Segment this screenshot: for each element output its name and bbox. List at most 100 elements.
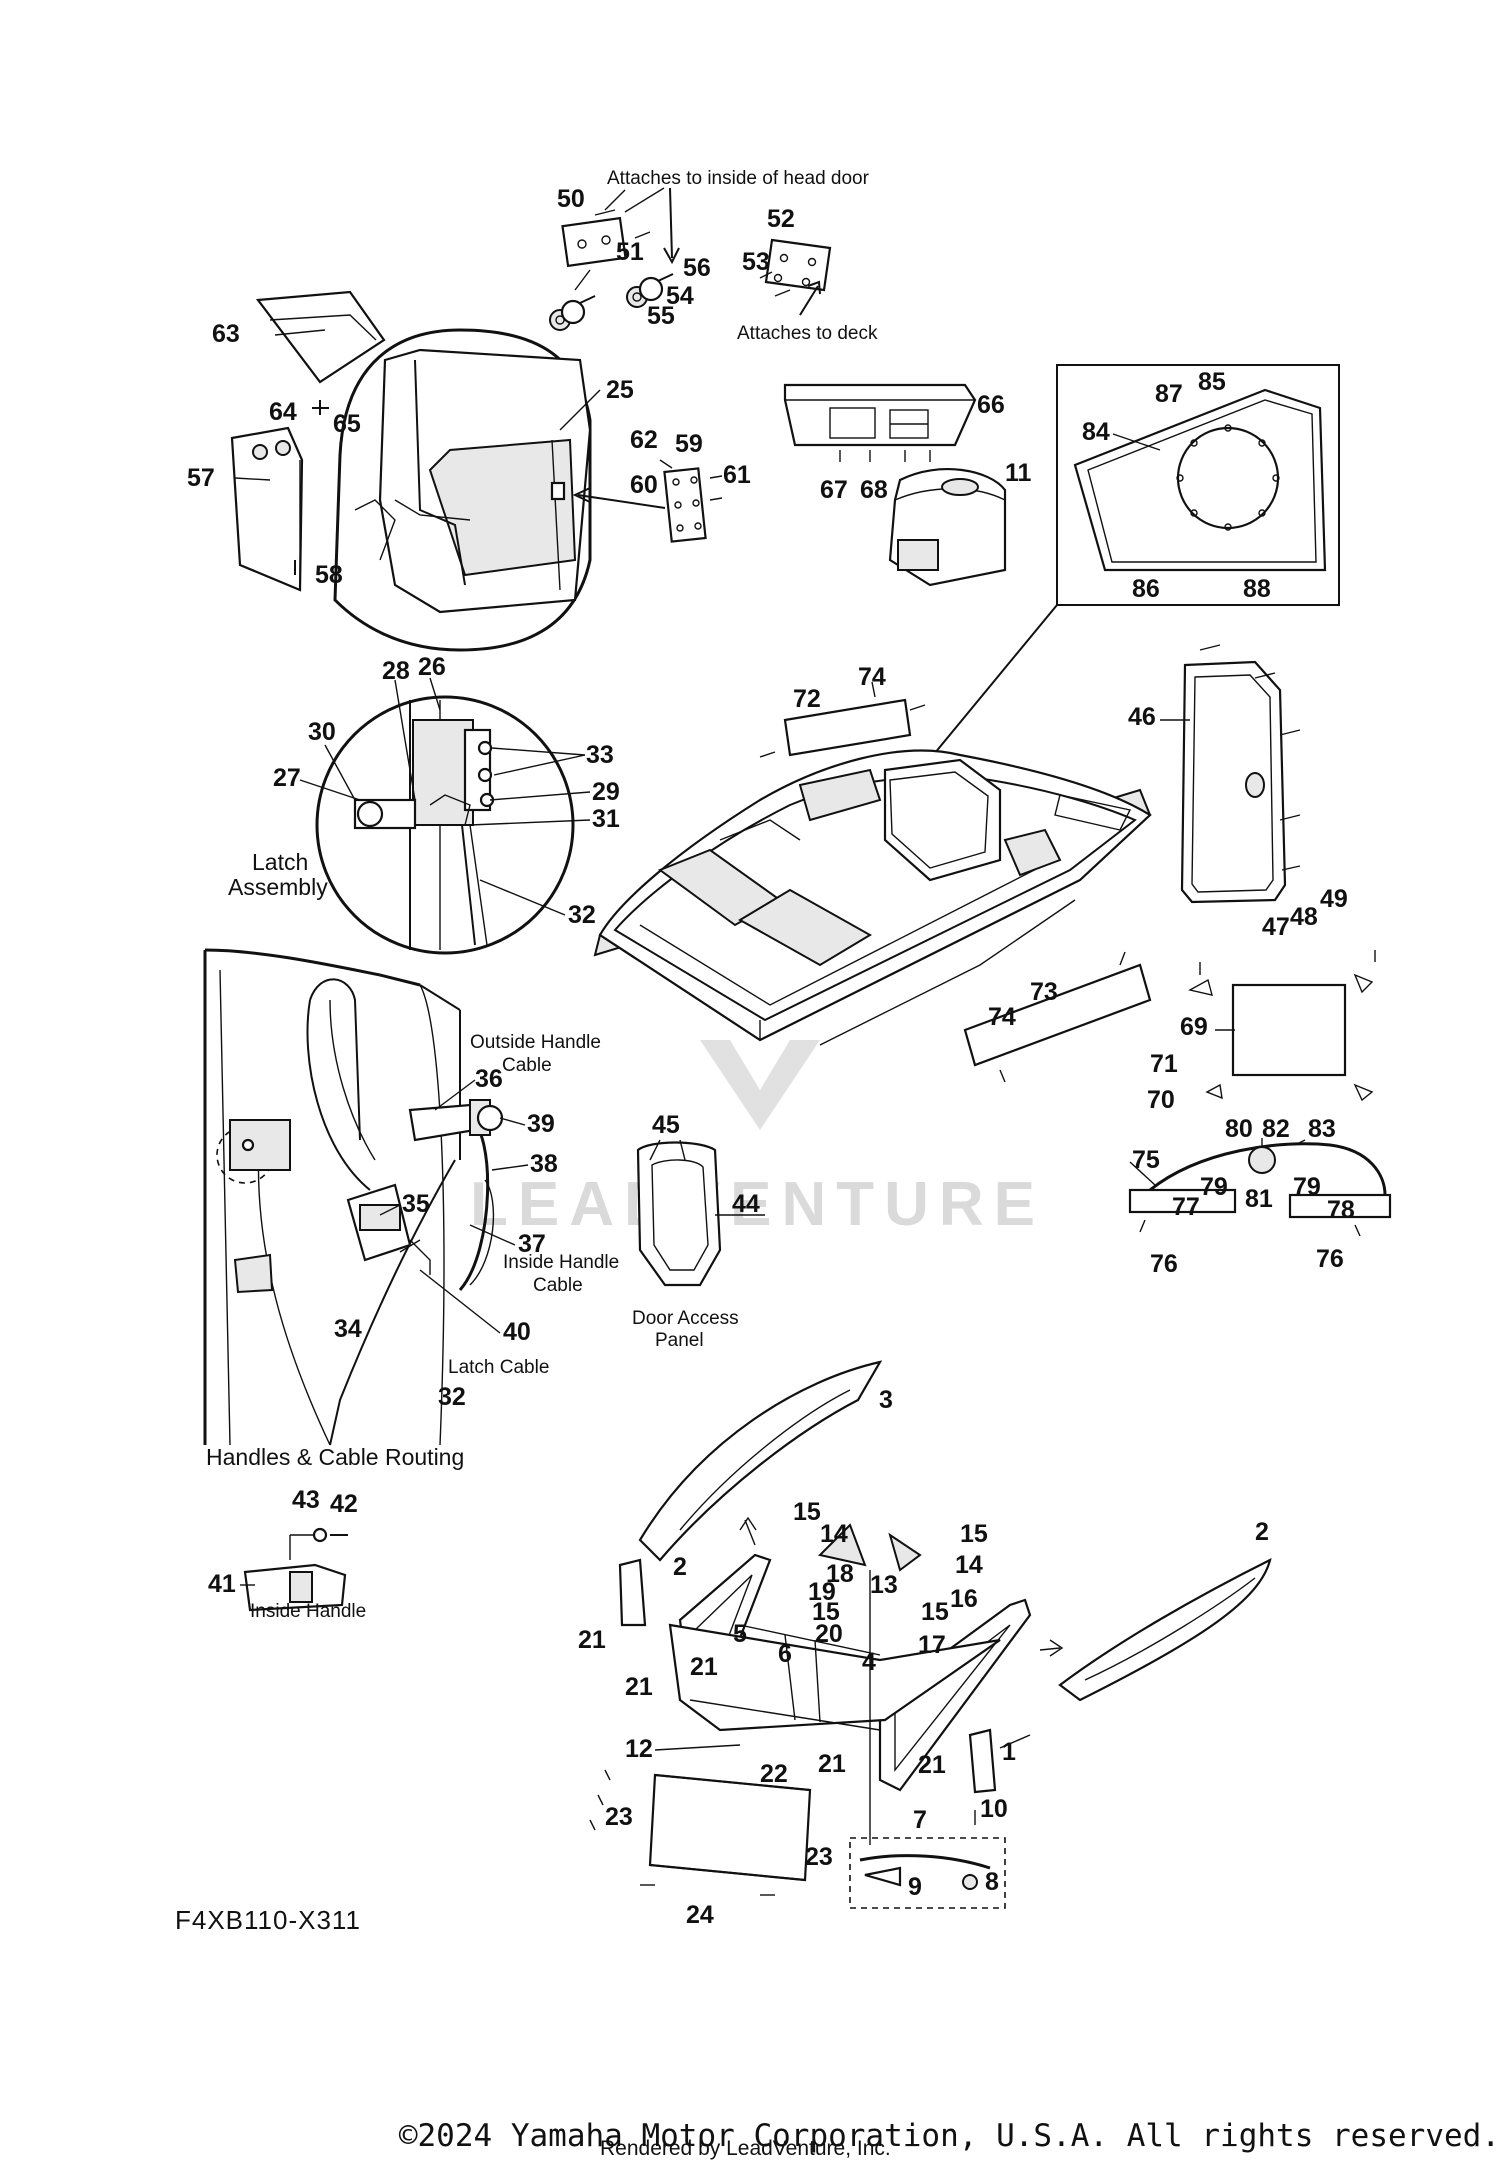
caption-inside-cable-2: Cable	[533, 1275, 583, 1296]
callout-75: 75	[1132, 1146, 1160, 1174]
hatch-panel	[1188, 950, 1376, 1102]
inside-handle-part	[243, 1527, 348, 1612]
callout-32b: 32	[438, 1383, 466, 1411]
watermark-logo: LEADVENTURE	[470, 1040, 1045, 1239]
windshield-assembly	[618, 1360, 1272, 1845]
callout-36: 36	[475, 1065, 503, 1093]
callout-57: 57	[187, 464, 215, 492]
callout-41: 41	[208, 1570, 236, 1598]
caption-door-panel-2: Panel	[655, 1330, 704, 1351]
callout-3: 3	[879, 1386, 893, 1414]
caption-outside-cable-1: Outside Handle	[470, 1032, 601, 1053]
callout-85: 85	[1198, 368, 1226, 396]
callout-50: 50	[557, 185, 585, 213]
callout-25: 25	[606, 376, 634, 404]
caption-inside-handle: Inside Handle	[250, 1601, 366, 1622]
part-callouts: 1 2 2 3 4 5 6 7 8 9 10 11 12 13 14 14 15…	[187, 185, 1355, 1929]
callout-31: 31	[592, 805, 620, 833]
caption-deck: Attaches to deck	[737, 323, 878, 344]
callout-74b: 74	[988, 1003, 1016, 1031]
callout-15b: 15	[960, 1520, 988, 1548]
callout-51: 51	[616, 238, 644, 266]
head-door-detail	[230, 290, 592, 652]
callout-12: 12	[625, 1735, 653, 1763]
callout-21e: 21	[625, 1673, 653, 1701]
callout-29: 29	[592, 778, 620, 806]
copyright-notice: ©2024 Yamaha Motor Corporation, U.S.A. A…	[398, 2118, 1500, 2154]
callout-32a: 32	[568, 901, 596, 929]
head-console	[783, 383, 1007, 587]
callout-45: 45	[652, 1111, 680, 1139]
handle-cable-routing	[203, 948, 504, 1446]
latch-assembly-detail	[315, 695, 575, 955]
callout-80: 80	[1225, 1115, 1253, 1143]
callout-7: 7	[913, 1806, 927, 1834]
callout-11: 11	[1005, 459, 1032, 487]
leader-lines	[234, 329, 1235, 1751]
callout-39: 39	[527, 1110, 555, 1138]
callout-42: 42	[330, 1490, 358, 1518]
callout-18: 18	[826, 1560, 854, 1588]
callout-56: 56	[683, 254, 711, 282]
watermark-text: LEADVENTURE	[470, 1170, 1045, 1239]
callout-52: 52	[767, 205, 795, 233]
callout-73: 73	[1030, 978, 1058, 1006]
callout-13: 13	[870, 1571, 898, 1599]
callout-70: 70	[1147, 1086, 1175, 1114]
callout-72: 72	[793, 685, 821, 713]
door-access-panel	[636, 1141, 722, 1287]
head-door-hardware	[549, 187, 832, 331]
callout-59: 59	[675, 430, 703, 458]
callout-40: 40	[503, 1318, 531, 1346]
callout-23a: 23	[605, 1803, 633, 1831]
callout-9: 9	[908, 1873, 922, 1901]
callout-37: 37	[518, 1230, 546, 1258]
callout-27: 27	[273, 764, 301, 792]
callout-16: 16	[950, 1585, 978, 1613]
caption-latch-cable: Latch Cable	[448, 1357, 549, 1378]
callout-24: 24	[686, 1901, 714, 1929]
callout-28: 28	[382, 657, 410, 685]
caption-head-door: Attaches to inside of head door	[607, 168, 870, 189]
trim-kit-box	[849, 1810, 1006, 1909]
callout-21b: 21	[690, 1653, 718, 1681]
callout-79a: 79	[1200, 1173, 1228, 1201]
callout-48: 48	[1290, 903, 1318, 931]
diagram-code: F4XB110-X311	[175, 1905, 361, 1935]
callout-20: 20	[815, 1620, 843, 1648]
callout-76b: 76	[1316, 1245, 1344, 1273]
callout-21d: 21	[918, 1751, 946, 1779]
callout-84: 84	[1082, 418, 1110, 446]
callout-35: 35	[402, 1190, 430, 1218]
callout-78: 78	[1327, 1196, 1355, 1224]
hatch-inset	[924, 364, 1340, 766]
callout-67: 67	[820, 476, 848, 504]
caption-latch-1: Latch	[252, 849, 308, 875]
caption-outside-cable-2: Cable	[502, 1055, 552, 1076]
callout-4: 4	[862, 1648, 876, 1676]
callout-81: 81	[1245, 1185, 1273, 1213]
captions: Attaches to inside of head door Attaches…	[206, 168, 878, 1622]
callout-19: 19	[808, 1578, 836, 1606]
callout-69: 69	[1180, 1013, 1208, 1041]
callout-30: 30	[308, 718, 336, 746]
callout-14b: 14	[955, 1551, 983, 1579]
callout-86: 86	[1132, 575, 1160, 603]
callout-26: 26	[418, 653, 446, 681]
boat-hull	[593, 749, 1152, 1046]
callout-49: 49	[1320, 885, 1348, 913]
callout-66: 66	[977, 391, 1005, 419]
callout-82: 82	[1262, 1115, 1290, 1143]
callout-88: 88	[1243, 575, 1271, 603]
callout-77: 77	[1172, 1193, 1200, 1221]
caption-inside-cable-1: Inside Handle	[503, 1252, 619, 1273]
callout-5: 5	[733, 1620, 747, 1648]
hinge-hardware	[572, 459, 723, 543]
callout-2a: 2	[673, 1553, 687, 1581]
callout-22: 22	[760, 1760, 788, 1788]
callout-17: 17	[918, 1631, 946, 1659]
callout-15a: 15	[793, 1498, 821, 1526]
callout-71: 71	[1150, 1050, 1178, 1078]
callout-65: 65	[333, 410, 361, 438]
